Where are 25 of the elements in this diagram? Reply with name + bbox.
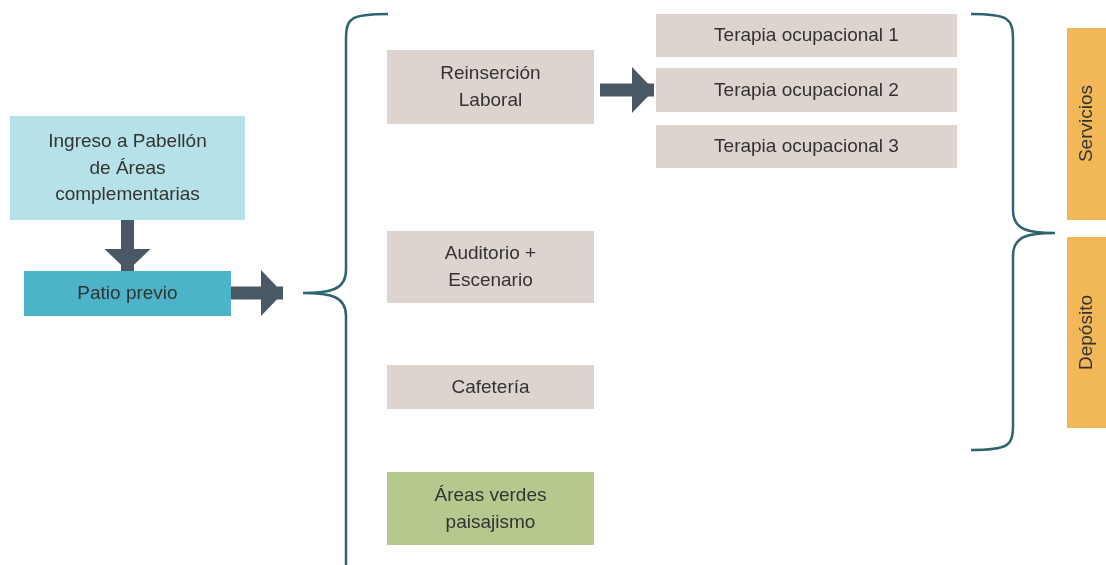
area-box bbox=[387, 231, 594, 303]
node-label: Ingreso a Pabellón de Áreas complementarias bbox=[47, 129, 208, 207]
node-label: Reinserción Laboral bbox=[439, 61, 542, 112]
area-box bbox=[656, 125, 957, 168]
node-label: Áreas verdes paisajismo bbox=[433, 482, 548, 534]
side-label-bar bbox=[1067, 237, 1106, 428]
area-box bbox=[656, 68, 957, 112]
block-arrow bbox=[104, 220, 151, 271]
node-label: Terapia ocupacional 1 bbox=[714, 23, 899, 48]
node-label: Servicios bbox=[1074, 85, 1098, 163]
block-arrow bbox=[600, 67, 654, 113]
block-arrow bbox=[231, 270, 283, 316]
node-label: Cafetería bbox=[451, 374, 530, 399]
node-label: Patio previo bbox=[77, 281, 178, 306]
area-box bbox=[24, 271, 231, 316]
area-box bbox=[387, 365, 594, 409]
area-box bbox=[387, 472, 594, 545]
node-label: Terapia ocupacional 2 bbox=[714, 77, 899, 102]
side-label-bar bbox=[1067, 28, 1106, 220]
node-label: Terapia ocupacional 3 bbox=[714, 134, 899, 159]
node-label: Depósito bbox=[1074, 295, 1098, 370]
node-label: Auditorio + Escenario bbox=[443, 241, 538, 292]
area-box bbox=[387, 50, 594, 124]
area-box bbox=[10, 116, 245, 220]
area-box bbox=[656, 14, 957, 57]
